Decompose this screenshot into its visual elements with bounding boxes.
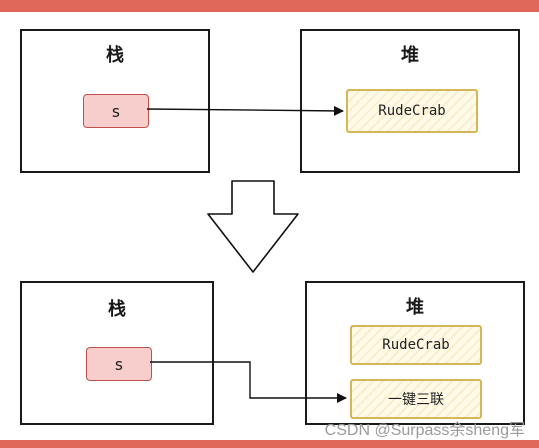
top-accent-bar: [0, 0, 539, 12]
stack-variable-s: s: [86, 347, 152, 381]
stack-panel-title: 栈: [108, 299, 126, 320]
heap-panel-after: 堆 RudeCrab 一键三联: [305, 281, 525, 425]
stack-panel-before: 栈 s: [20, 29, 210, 173]
stack-panel-after: 栈 s: [20, 281, 214, 425]
heap-object-rudecrab: RudeCrab: [350, 325, 482, 365]
watermark: CSDN @Surpass余sheng军: [324, 422, 525, 439]
arrow-down-icon: [207, 180, 299, 273]
stack-variable-s: s: [83, 94, 149, 128]
heap-object-yijiansanlian: 一键三联: [350, 379, 482, 419]
bottom-accent-bar: [0, 440, 539, 448]
heap-panel-title: 堆: [401, 45, 419, 66]
heap-object-rudecrab: RudeCrab: [346, 89, 478, 133]
stack-panel-title: 栈: [106, 45, 124, 66]
heap-panel-title: 堆: [406, 297, 424, 318]
heap-panel-before: 堆 RudeCrab: [300, 29, 520, 173]
